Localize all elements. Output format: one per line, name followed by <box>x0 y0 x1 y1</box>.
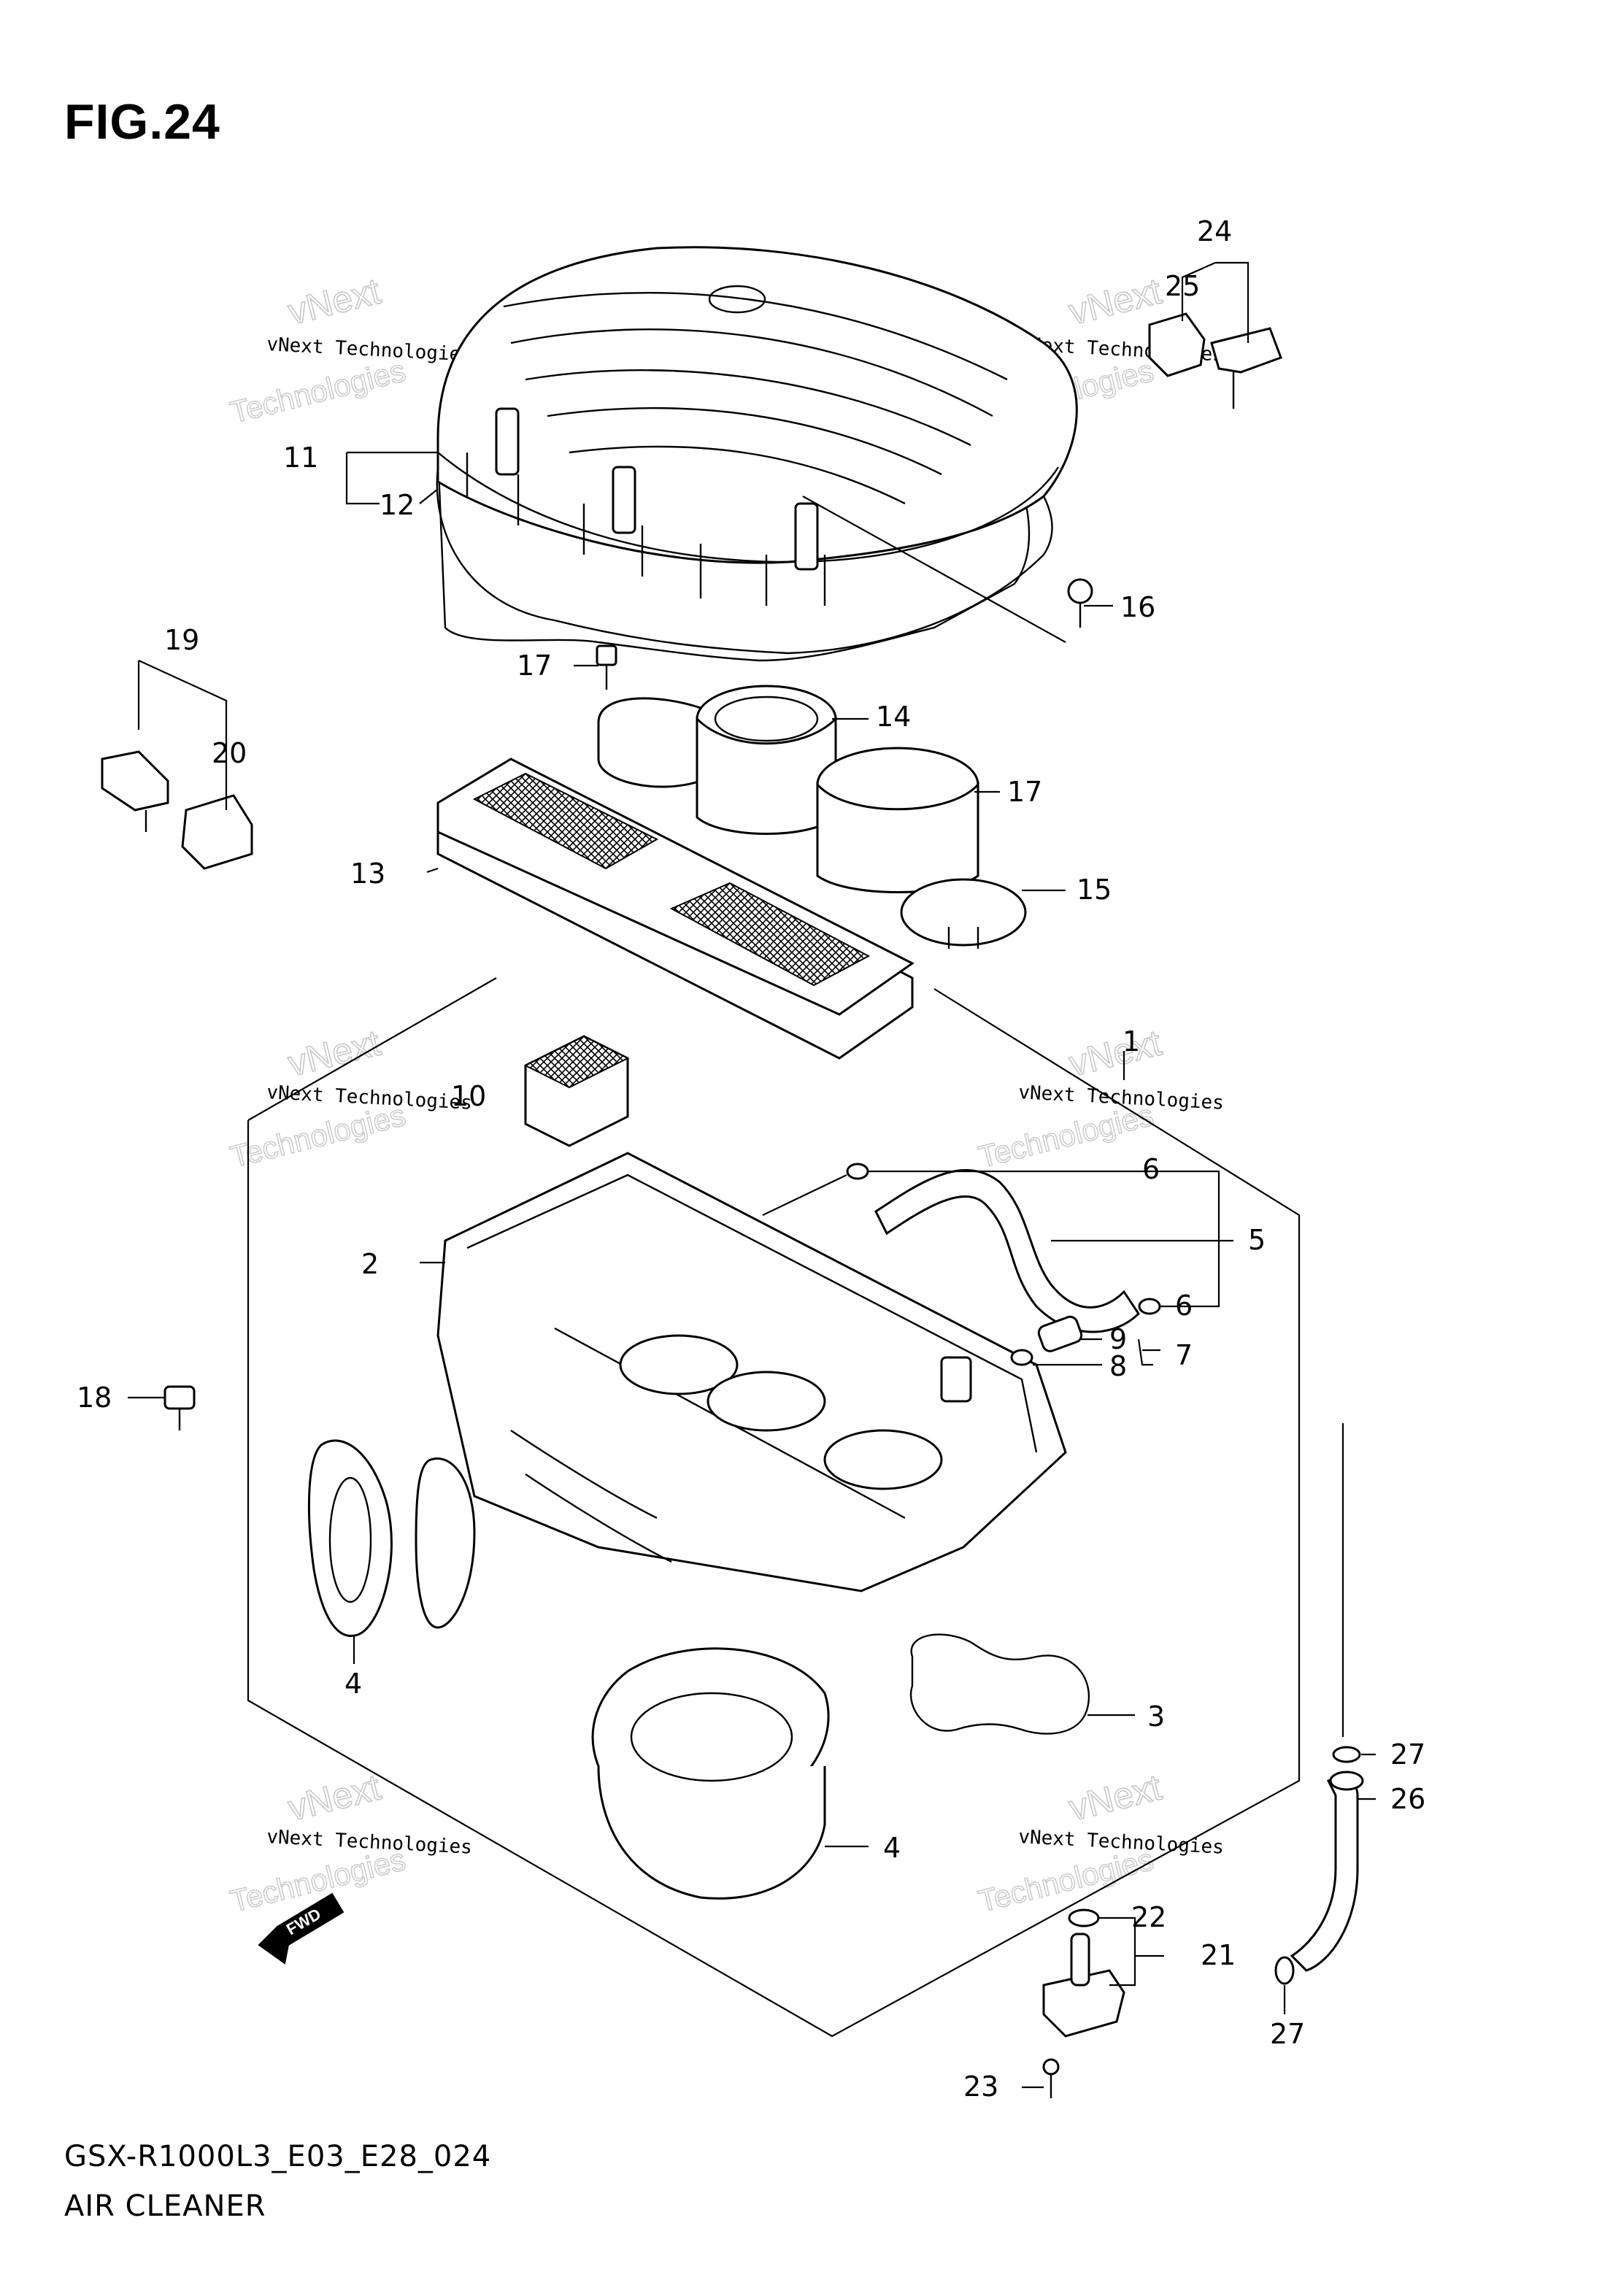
callout-23: 23 <box>963 2070 998 2103</box>
watermark-mid-right: vNext vNext Technologies Technologies <box>974 1022 1224 1175</box>
air-cleaner-case-2 <box>436 1152 1067 1592</box>
sensor-connector-24 <box>1148 312 1282 409</box>
gasket-3 <box>909 1633 1090 1735</box>
callout-4-left: 4 <box>344 1668 362 1700</box>
watermark-text: vNext <box>284 1022 385 1084</box>
screw-17-left <box>596 644 617 690</box>
hose-clamp-27-top <box>1332 1746 1361 1763</box>
velocity-stack-15 <box>816 747 1027 949</box>
watermark-text: vNext <box>284 270 385 332</box>
drain-hose-26 <box>1290 1771 1364 1972</box>
callout-4-bottom: 4 <box>883 1832 901 1864</box>
velocity-stack-14 <box>597 685 837 835</box>
hose-clamp-27-bottom <box>1274 1956 1295 1985</box>
watermark-bottom-left: vNext vNext Technologies Technologies <box>226 1766 472 1919</box>
clamp-8 <box>1010 1349 1033 1366</box>
callout-26: 26 <box>1390 1783 1425 1815</box>
callout-7: 7 <box>1175 1339 1193 1371</box>
callout-14: 14 <box>876 701 911 733</box>
callout-8: 8 <box>1109 1350 1127 1382</box>
callout-labels: 1 2 3 4 4 5 6 6 7 8 9 10 11 12 13 14 15 … <box>77 215 1425 2103</box>
watermark-text: Technologies <box>975 1842 1157 1919</box>
watermark-text: Technologies <box>227 353 409 430</box>
callout-2: 2 <box>361 1248 379 1280</box>
callout-15: 15 <box>1077 874 1112 906</box>
watermark-text: vNext <box>284 1766 385 1828</box>
diagram-name: AIR CLEANER <box>64 2189 266 2223</box>
intake-boot-4-left <box>307 1439 393 1637</box>
watermark-top-left: vNext vNext Technologies Technologies <box>226 270 472 431</box>
sponge-filter-10 <box>523 1035 630 1147</box>
air-cleaner-cover <box>436 246 1078 662</box>
callout-9: 9 <box>1109 1323 1127 1355</box>
callout-10: 10 <box>451 1080 486 1112</box>
intake-boot-left-small <box>415 1457 476 1629</box>
screw-23 <box>1042 2058 1060 2098</box>
pipe-9 <box>1037 1315 1083 1352</box>
callout-27-top: 27 <box>1390 1738 1425 1771</box>
callout-16: 16 <box>1120 591 1155 623</box>
callout-5: 5 <box>1248 1224 1266 1256</box>
callout-6-bottom: 6 <box>1175 1290 1193 1322</box>
diagram-code: GSX-R1000L3_E03_E28_024 <box>64 2140 492 2173</box>
watermark-text: Technologies <box>227 1098 409 1174</box>
hose-clamp-6-bottom <box>1138 1298 1161 1315</box>
sensor-connector-19 <box>101 750 253 870</box>
watermark-text: vNext <box>1065 1022 1166 1084</box>
callout-19: 19 <box>164 624 199 656</box>
watermark-text: vNext <box>1065 1766 1166 1828</box>
watermark-text: Technologies <box>975 1098 1157 1174</box>
callout-17-left: 17 <box>517 650 552 682</box>
callout-12: 12 <box>380 489 415 521</box>
callout-21: 21 <box>1201 1939 1236 1971</box>
callout-22: 22 <box>1131 1901 1166 1933</box>
bolt-18 <box>163 1385 196 1430</box>
callout-13: 13 <box>350 858 385 890</box>
callout-11: 11 <box>283 442 318 474</box>
intake-boot-4-bottom <box>591 1647 830 1900</box>
watermark-text: vNext <box>1065 270 1166 332</box>
hose-clamp-6-top <box>846 1163 869 1180</box>
o-ring-22 <box>1068 1908 1100 1927</box>
callout-3: 3 <box>1147 1700 1165 1733</box>
air-filter-element-13 <box>436 758 915 1060</box>
callout-27-bottom: 27 <box>1270 2018 1305 2050</box>
watermark-mid-left: vNext vNext Technologies Technologies <box>226 1022 472 1175</box>
callout-24: 24 <box>1197 215 1232 247</box>
assembly-frame <box>247 977 1301 2038</box>
cover-seal-12 <box>436 466 1053 655</box>
sensor-21 <box>1042 1933 1125 2038</box>
callout-1: 1 <box>1123 1025 1140 1058</box>
breather-hose-5 <box>874 1169 1140 1333</box>
leader-lines <box>128 261 1376 2089</box>
screw-16 <box>1067 578 1093 628</box>
callout-6-top: 6 <box>1142 1153 1160 1185</box>
callout-18: 18 <box>77 1382 112 1414</box>
callout-20: 20 <box>212 737 247 769</box>
callout-17-right: 17 <box>1007 776 1042 808</box>
callout-25: 25 <box>1165 270 1200 302</box>
figure-title: FIG.24 <box>64 94 220 150</box>
